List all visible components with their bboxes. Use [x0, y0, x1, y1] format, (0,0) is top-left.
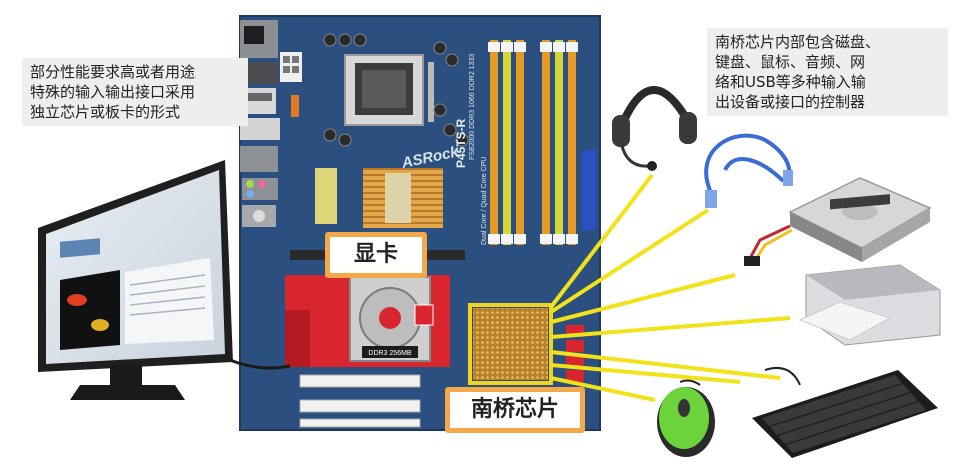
southbridge-label: 南桥芯片: [445, 387, 585, 433]
monitor: [38, 160, 291, 400]
board-dram: FSB2000 DDR3 1066 DDR2 1333: [469, 54, 476, 160]
gpu-card-text: DDR3 256MB: [368, 350, 412, 357]
printer: [798, 194, 941, 346]
gpu-label: 显卡: [325, 232, 427, 278]
dimm-slots: [488, 40, 578, 245]
connector-lines: [468, 173, 791, 402]
mouse: [657, 379, 715, 457]
gpu-card: DDR3 256MB: [285, 275, 450, 367]
note-right: 南桥芯片内部包含磁盘、 键盘、鼠标、音频、网 络和USB等多种输入输 出设备或接…: [707, 28, 948, 116]
network-cable: [704, 133, 793, 208]
motherboard: ASRock P45TS-R Dual Core / Quad Core CPU…: [239, 15, 601, 431]
board-cpu-support: Dual Core / Quad Core CPU: [481, 157, 488, 245]
cpu-socket: [344, 54, 434, 126]
headset: [612, 86, 697, 171]
hard-disk: [744, 177, 932, 266]
northbridge-heatsink: [315, 168, 443, 228]
keyboard: [752, 366, 938, 458]
southbridge-chip: [473, 308, 548, 380]
note-left: 部分性能要求高或者用途 特殊的输入输出接口采用 独立芯片或板卡的形式: [22, 58, 248, 126]
board-model: P45TS-R: [454, 118, 468, 168]
